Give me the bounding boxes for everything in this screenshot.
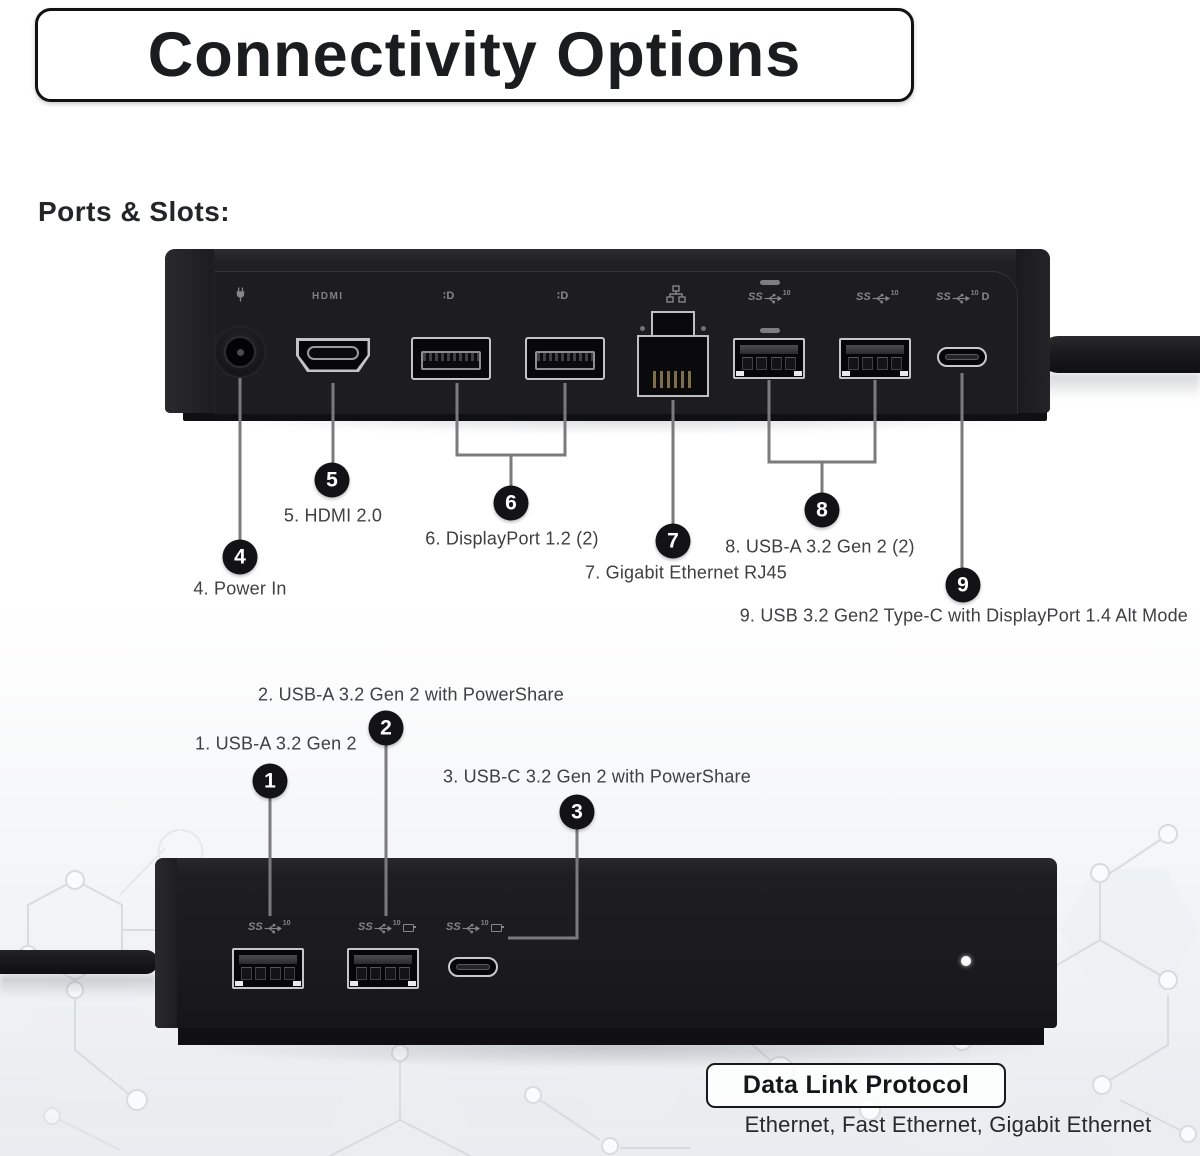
usb-superspeed-10-icon: SS 10 <box>748 290 791 304</box>
displayport-port-2 <box>525 337 605 380</box>
rear-usb-c-port <box>937 347 987 367</box>
battery-icon <box>491 924 505 932</box>
callout-9: 9 <box>945 567 981 603</box>
callout-label-displayport: 6. DisplayPort 1.2 (2) <box>425 528 599 549</box>
callout-2: 2 <box>368 710 404 746</box>
ss-speed: 10 <box>890 290 899 297</box>
callout-7: 7 <box>655 523 691 559</box>
front-dock-left-cap <box>155 858 177 1028</box>
callout-6: 6 <box>493 485 529 521</box>
hdmi-port <box>296 338 370 372</box>
front-dock-base <box>178 1026 1044 1045</box>
page-title: Connectivity Options <box>147 20 802 90</box>
callout-4: 4 <box>222 539 258 575</box>
rear-dock-left-cap <box>165 249 214 413</box>
ss-text: SS <box>446 921 461 933</box>
ss-speed: 10 <box>480 920 489 927</box>
callout-5: 5 <box>314 462 350 498</box>
dock-rear-view <box>165 249 1050 414</box>
ss-text: SS <box>856 291 871 303</box>
ss-speed: 10 <box>970 290 979 297</box>
protocol-list: Ethernet, Fast Ethernet, Gigabit Etherne… <box>744 1112 1152 1137</box>
hdmi-icon: HDMI <box>312 291 344 302</box>
ethernet-rj45-port <box>637 311 709 397</box>
usb-superspeed-10-powershare-icon: SS 10 <box>358 920 417 934</box>
ss-text: SS <box>358 921 373 933</box>
power-icon <box>233 286 248 308</box>
callout-label-ethernet: 7. Gigabit Ethernet RJ45 <box>585 562 787 583</box>
displayport-icon: ∶D <box>557 290 569 302</box>
dock-front-view <box>155 858 1057 1028</box>
callout-8: 8 <box>804 492 840 528</box>
ss-speed: 10 <box>392 920 401 927</box>
status-led <box>961 956 971 966</box>
callout-label-usb-a-rear: 8. USB-A 3.2 Gen 2 (2) <box>725 536 915 557</box>
callout-label-usb-c-rear: 9. USB 3.2 Gen2 Type-C with DisplayPort … <box>739 605 1188 626</box>
power-in-port <box>213 325 267 379</box>
ss-speed: 10 <box>782 290 791 297</box>
callout-label-power-in: 4. Power In <box>193 578 287 599</box>
rear-dock-right-cap <box>1016 249 1050 413</box>
powershare-bar-icon <box>760 280 780 285</box>
front-usb-a-port-1 <box>232 948 304 989</box>
displayport-icon: ∶D <box>443 290 455 302</box>
rear-usb-a-port-2 <box>839 338 911 379</box>
battery-icon <box>403 924 417 932</box>
ethernet-icon <box>666 285 686 308</box>
callout-3: 3 <box>559 794 595 830</box>
section-heading: Ports & Slots: <box>38 196 231 227</box>
front-host-cable <box>0 950 158 974</box>
data-link-protocol-label: Data Link Protocol <box>742 1071 970 1099</box>
powershare-bar-icon <box>760 328 780 333</box>
front-usb-a-port-2 <box>347 948 419 989</box>
ss-text: SS <box>936 291 951 303</box>
faint-hexagons <box>0 860 1200 1156</box>
rear-cable-shadow <box>1042 373 1200 399</box>
ss-speed: 10 <box>282 920 291 927</box>
callout-label-usb-a-front-2: 2. USB-A 3.2 Gen 2 with PowerShare <box>258 684 564 705</box>
callout-label-usb-a-front-1: 1. USB-A 3.2 Gen 2 <box>195 733 357 754</box>
ss-text: SS <box>248 921 263 933</box>
rear-host-cable <box>1040 336 1200 373</box>
data-link-protocol-box: Data Link Protocol <box>706 1063 1006 1108</box>
displayport-port-1 <box>411 337 491 380</box>
title-box: Connectivity Options <box>35 8 914 102</box>
rear-usb-a-port-1 <box>733 338 805 379</box>
callout-1: 1 <box>252 763 288 799</box>
callout-label-hdmi: 5. HDMI 2.0 <box>283 505 383 526</box>
usb-superspeed-10-icon: SS 10 <box>248 920 291 934</box>
usbc-superspeed-10-powershare-icon: SS 10 <box>446 920 505 934</box>
ss-text: SS <box>748 291 763 303</box>
displayport-letter: D <box>981 291 990 303</box>
callout-label-usb-c-front: 3. USB-C 3.2 Gen 2 with PowerShare <box>443 766 751 787</box>
front-usb-c-port <box>448 957 498 977</box>
usb-superspeed-10-icon: SS 10 <box>856 290 899 304</box>
front-cable-shadow <box>0 975 156 997</box>
